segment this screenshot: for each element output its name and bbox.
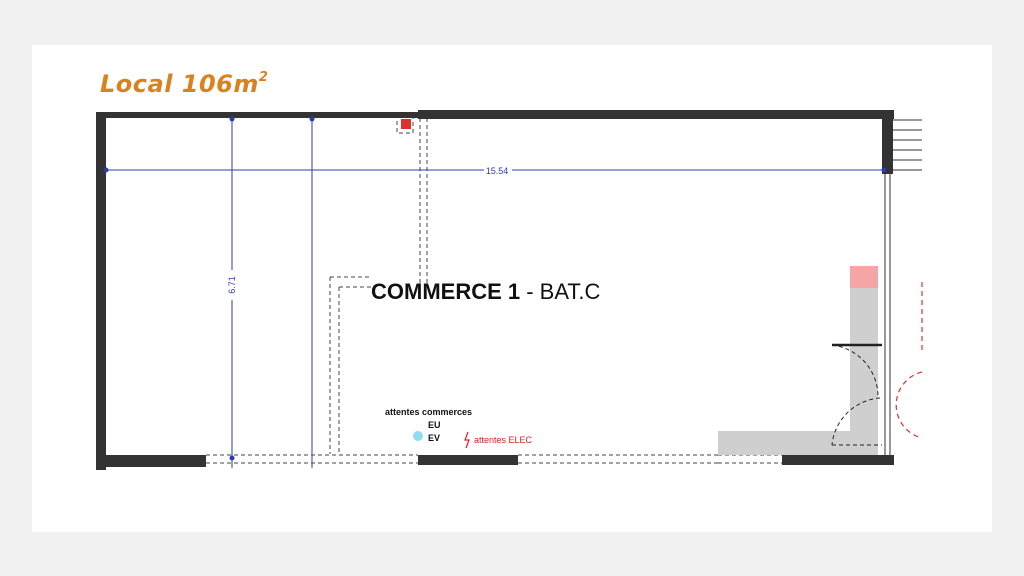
wall-top-left bbox=[96, 112, 418, 118]
plan-title-exponent: 2 bbox=[258, 70, 269, 85]
wall-top-right bbox=[418, 110, 894, 119]
room-name-building: - BAT.C bbox=[520, 279, 600, 304]
wall-bottom-right bbox=[782, 455, 894, 465]
wall-right-upper bbox=[882, 110, 893, 174]
water-connection-dot bbox=[413, 431, 423, 441]
counter-fixture bbox=[718, 266, 878, 455]
wall-left bbox=[96, 112, 106, 470]
plan-title: Local 106m2 bbox=[100, 70, 268, 98]
service-elec-label: attentes ELEC bbox=[474, 435, 533, 445]
wall-bottom-left bbox=[96, 455, 206, 467]
counter-horizontal bbox=[718, 431, 850, 455]
lightning-bolt-icon bbox=[464, 431, 470, 449]
service-title: attentes commerces bbox=[385, 407, 472, 417]
room-name: COMMERCE 1 - BAT.C bbox=[371, 279, 601, 304]
door bbox=[831, 343, 882, 446]
red-marker bbox=[401, 119, 411, 129]
plan-title-text: Local 106m bbox=[100, 70, 259, 98]
service-ev-label: EV bbox=[428, 433, 440, 443]
wall-bottom-mid bbox=[418, 455, 518, 465]
room-name-bold: COMMERCE 1 bbox=[371, 279, 520, 304]
dimension-depth-label: 6.71 bbox=[227, 276, 237, 294]
door-swing-lower bbox=[831, 397, 881, 446]
door-swing-upper bbox=[831, 344, 879, 399]
counter-vertical bbox=[850, 288, 878, 455]
dimensions bbox=[103, 116, 887, 468]
dimension-width-label: 15.54 bbox=[486, 166, 509, 176]
facade-lines bbox=[884, 119, 922, 455]
counter-pink-block bbox=[850, 266, 878, 288]
exterior-markers bbox=[895, 282, 923, 439]
service-eu-label: EU bbox=[428, 420, 441, 430]
walls bbox=[96, 110, 894, 470]
